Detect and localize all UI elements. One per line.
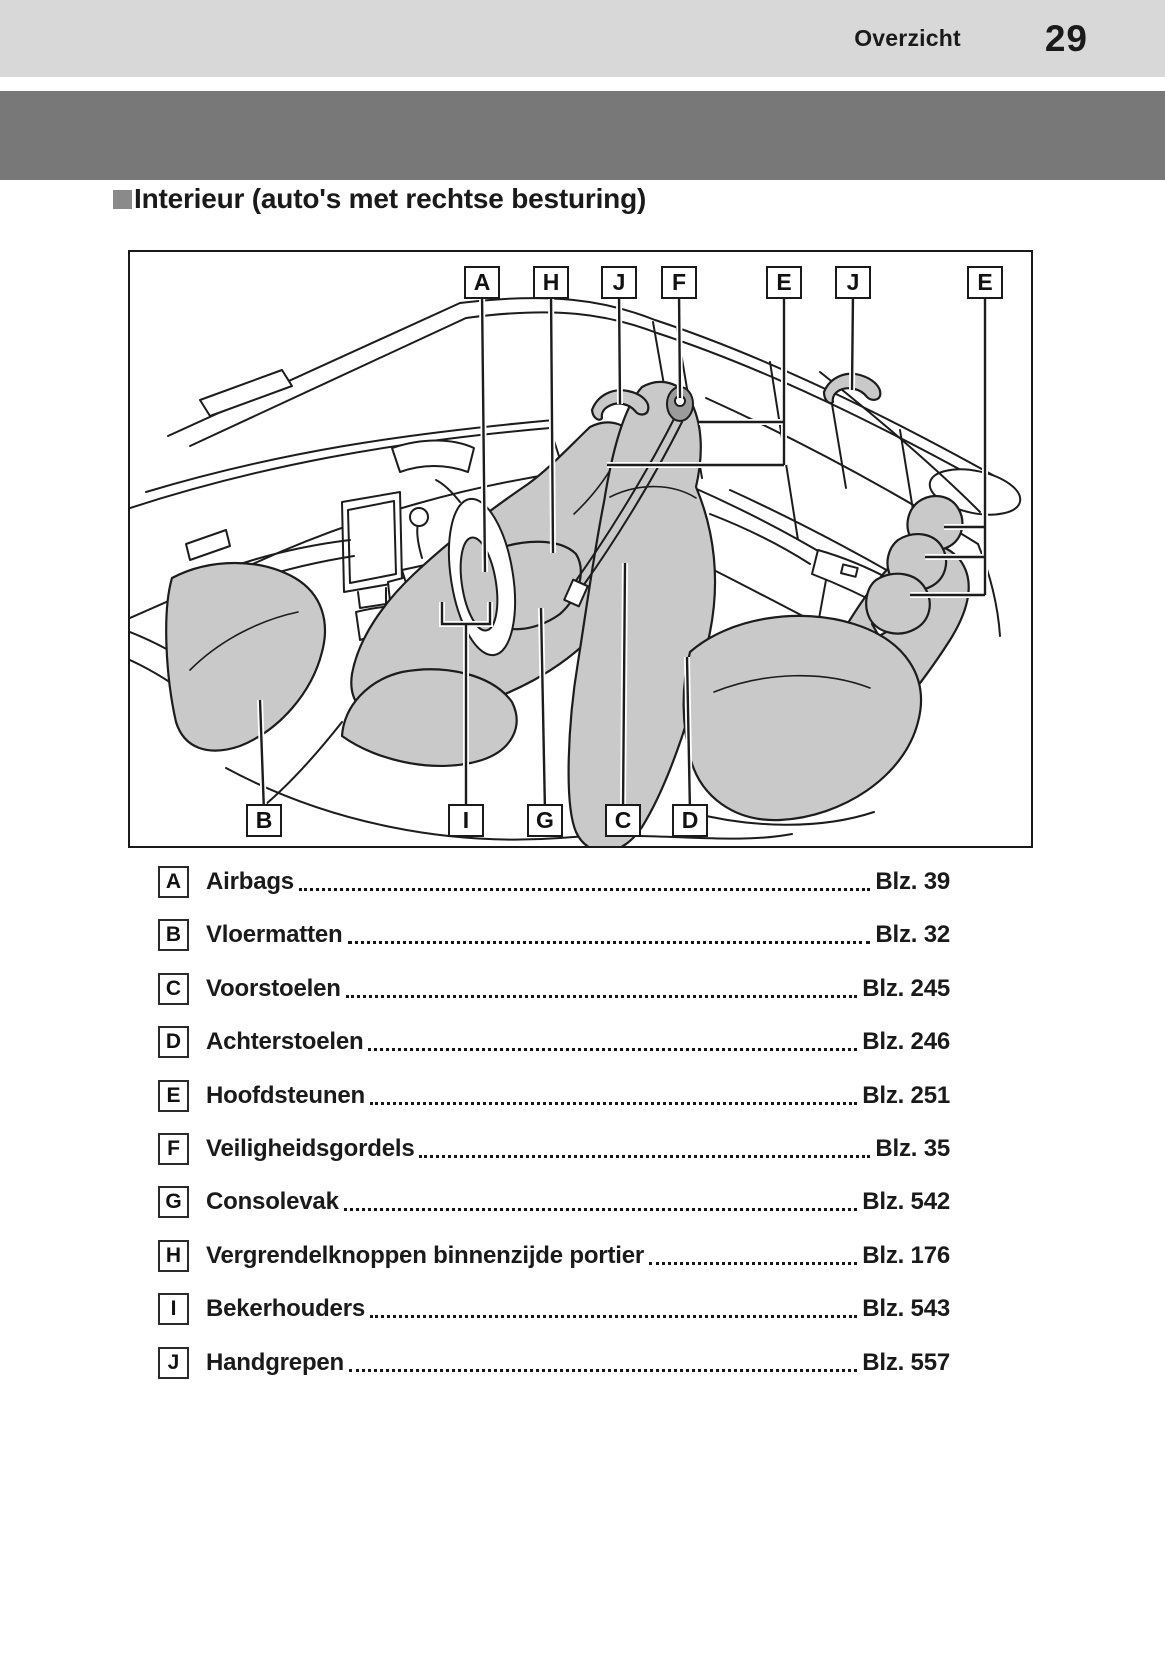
callout-cup-holders: I [448,804,484,837]
callout-grab-handle-rear: J [835,266,871,299]
legend-label: Vloermatten [206,921,343,949]
legend-page-ref: Blz. 557 [862,1348,950,1376]
dotted-leader [298,888,871,891]
legend-item-door-lock-buttons: H Vergrendelknoppen binnenzijde portier … [158,1239,950,1272]
callout-head-restraints-rear: E [967,266,1003,299]
legend-marker: F [158,1132,189,1165]
legend-label: Veiligheidsgordels [206,1134,415,1162]
legend-item-rear-seats: D Achterstoelen Blz. 246 [158,1026,950,1059]
header-section-label: Overzicht [854,25,961,51]
section-title-text: Interieur (auto's met rechtse besturing) [134,183,647,214]
callout-door-lock-knob: H [533,266,569,299]
chapter-banner [0,91,1165,180]
callout-rear-seats: D [672,804,708,837]
callout-console-box: G [527,804,563,837]
legend-marker: A [158,866,189,898]
legend-marker: J [158,1346,189,1379]
dotted-leader [349,1368,858,1372]
legend-item-airbags: A Airbags Blz. 39 [158,866,950,898]
dotted-leader [343,1208,858,1212]
dotted-leader [347,941,871,945]
legend-page-ref: Blz. 176 [862,1241,950,1269]
dotted-leader [419,1154,871,1158]
interior-diagram: A H J F E J E B I G C D [128,250,1033,848]
legend-marker: I [158,1293,189,1326]
legend-page-ref: Blz. 542 [862,1188,950,1216]
callout-airbags: A [464,266,500,299]
dotted-leader [370,1315,858,1319]
section-title: Interieur (auto's met rechtse besturing) [113,183,646,215]
legend-label: Consolevak [206,1188,339,1216]
legend-page-ref: Blz. 543 [862,1295,950,1323]
legend-item-cup-holders: I Bekerhouders Blz. 543 [158,1293,950,1326]
legend-list: A Airbags Blz. 39 B Vloermatten Blz. 32 … [158,866,950,1400]
square-bullet-icon [113,189,132,209]
legend-page-ref: Blz. 32 [875,921,950,949]
callout-floor-mats: B [246,804,282,837]
legend-label: Achterstoelen [206,1028,364,1056]
legend-page-ref: Blz. 35 [875,1134,950,1162]
legend-marker: D [158,1026,189,1059]
legend-label: Hoofdsteunen [206,1081,365,1109]
legend-item-console-box: G Consolevak Blz. 542 [158,1186,950,1219]
legend-page-ref: Blz. 245 [862,974,950,1002]
dotted-leader [368,1048,858,1052]
dotted-leader [369,1101,858,1105]
legend-page-ref: Blz. 246 [862,1028,950,1056]
legend-item-front-seats: C Voorstoelen Blz. 245 [158,972,950,1005]
legend-marker: C [158,972,189,1005]
callout-head-restraints-front: E [766,266,802,299]
legend-item-grab-handles: J Handgrepen Blz. 557 [158,1346,950,1379]
legend-marker: E [158,1079,189,1112]
car-interior-illustration [130,291,1022,846]
legend-item-seat-belts: F Veiligheidsgordels Blz. 35 [158,1132,950,1165]
legend-page-ref: Blz. 251 [862,1081,950,1109]
dotted-leader [649,1261,858,1265]
legend-item-head-restraints: E Hoofdsteunen Blz. 251 [158,1079,950,1112]
callout-front-seats: C [605,804,641,837]
legend-label: Vergrendelknoppen binnenzijde portier [206,1241,644,1269]
legend-item-floor-mats: B Vloermatten Blz. 32 [158,919,950,952]
header-page-number: 29 [1044,17,1088,59]
callout-seat-belts: F [661,266,697,299]
dotted-leader [345,994,858,998]
legend-page-ref: Blz. 39 [875,868,950,895]
legend-marker: H [158,1239,189,1272]
legend-marker: B [158,919,189,952]
legend-marker: G [158,1186,189,1219]
legend-label: Airbags [206,868,294,895]
legend-label: Voorstoelen [206,974,341,1002]
callout-grab-handle-front: J [601,266,637,299]
page-header: Overzicht 29 [0,0,1165,77]
legend-label: Handgrepen [206,1348,345,1376]
legend-label: Bekerhouders [206,1295,365,1323]
